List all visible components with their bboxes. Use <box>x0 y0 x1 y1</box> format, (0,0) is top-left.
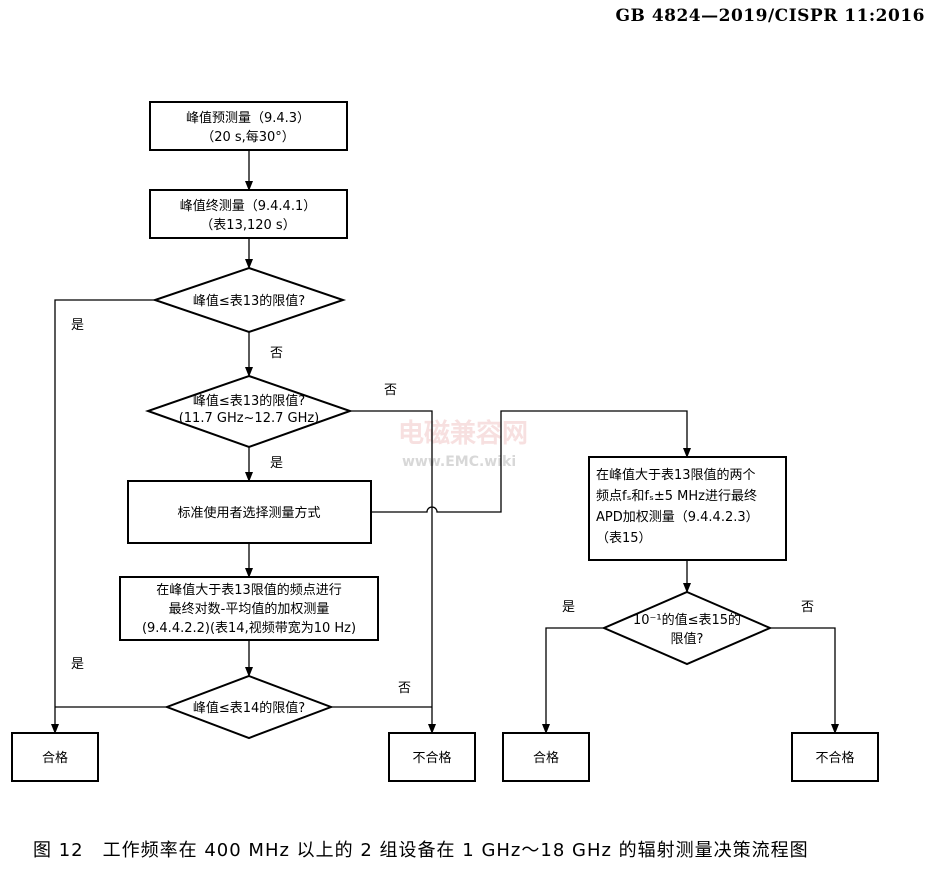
svg-text:峰值预测量（9.4.3）: 峰值预测量（9.4.3） <box>186 110 310 126</box>
svg-text:APD加权测量（9.4.4.2.3）: APD加权测量（9.4.4.2.3） <box>596 509 759 525</box>
decision-apd-vs-table15: 10⁻¹的值≤表15的 限值? <box>601 590 773 666</box>
result-pass-left: 合格 <box>11 732 99 782</box>
result-fail-left: 不合格 <box>388 732 476 782</box>
edge-label-d3-yes: 是 <box>71 657 84 672</box>
edge-label-d4-yes: 是 <box>562 600 575 615</box>
result-pass-right: 合格 <box>502 732 590 782</box>
node-log-average-measurement: 在峰值大于表13限值的频点进行 最终对数-平均值的加权测量 (9.4.4.2.2… <box>119 576 379 641</box>
edge-label-d2-yes: 是 <box>270 456 283 471</box>
svg-text:（表13,120 s）: （表13,120 s） <box>200 218 295 233</box>
watermark-title: 电磁兼容网 <box>398 418 528 449</box>
svg-text:最终对数-平均值的加权测量: 最终对数-平均值的加权测量 <box>169 601 330 617</box>
result-fail-right: 不合格 <box>791 732 879 782</box>
watermark-url: www.EMC.wiki <box>402 454 516 470</box>
standard-header: GB 4824—2019/CISPR 11:2016 <box>615 6 925 26</box>
node-apd-measurement: 在峰值大于表13限值的两个 频点fₛ和fₛ±5 MHz进行最终 APD加权测量（… <box>588 456 787 561</box>
svg-text:峰值≤表13的限值?: 峰值≤表13的限值? <box>193 393 305 409</box>
edge-label-d1-yes: 是 <box>71 318 84 333</box>
svg-text:峰值≤表13的限值?: 峰值≤表13的限值? <box>193 293 305 309</box>
svg-text:不合格: 不合格 <box>412 750 451 766</box>
svg-text:合格: 合格 <box>533 750 559 766</box>
svg-text:10⁻¹的值≤表15的: 10⁻¹的值≤表15的 <box>633 612 741 628</box>
svg-text:在峰值大于表13限值的频点进行: 在峰值大于表13限值的频点进行 <box>156 582 342 598</box>
svg-text:标准使用者选择测量方式: 标准使用者选择测量方式 <box>177 505 320 521</box>
svg-text:（表15）: （表15） <box>596 531 652 546</box>
edge-label-d4-no: 否 <box>801 600 814 615</box>
svg-text:限值?: 限值? <box>671 631 704 647</box>
svg-text:合格: 合格 <box>42 750 68 766</box>
node-peak-pre-measurement: 峰值预测量（9.4.3） （20 s,每30°） <box>149 101 348 151</box>
node-user-select-method: 标准使用者选择测量方式 <box>127 480 372 544</box>
decision-peak-vs-table13-band: 峰值≤表13的限值? (11.7 GHz~12.7 GHz) <box>144 374 354 449</box>
svg-text:频点fₛ和fₛ±5 MHz进行最终: 频点fₛ和fₛ±5 MHz进行最终 <box>596 488 757 504</box>
decision-peak-vs-table13: 峰值≤表13的限值? <box>151 266 347 334</box>
connectors <box>51 150 839 734</box>
svg-text:（20 s,每30°）: （20 s,每30°） <box>201 129 295 145</box>
svg-text:(11.7 GHz~12.7 GHz): (11.7 GHz~12.7 GHz) <box>179 411 320 426</box>
flowchart: 电磁兼容网 www.EMC.wiki 峰值预测量（9.4.3） （20 s,每3… <box>11 101 879 782</box>
edge-label-d1-no: 否 <box>270 346 283 361</box>
svg-text:峰值终测量（9.4.4.1）: 峰值终测量（9.4.4.1） <box>180 198 316 214</box>
svg-text:(9.4.4.2.2)(表14,视频带宽为10 Hz): (9.4.4.2.2)(表14,视频带宽为10 Hz) <box>142 620 356 636</box>
svg-text:在峰值大于表13限值的两个: 在峰值大于表13限值的两个 <box>596 467 756 483</box>
svg-text:不合格: 不合格 <box>815 750 854 766</box>
figure-caption: 图 12 工作频率在 400 MHz 以上的 2 组设备在 1 GHz～18 G… <box>33 840 809 861</box>
svg-text:峰值≤表14的限值?: 峰值≤表14的限值? <box>193 700 305 716</box>
decision-peak-vs-table14: 峰值≤表14的限值? <box>164 674 334 740</box>
edge-label-d2-no: 否 <box>384 383 397 398</box>
edge-label-d3-no: 否 <box>398 681 411 696</box>
node-peak-final-measurement: 峰值终测量（9.4.4.1） （表13,120 s） <box>149 189 348 239</box>
